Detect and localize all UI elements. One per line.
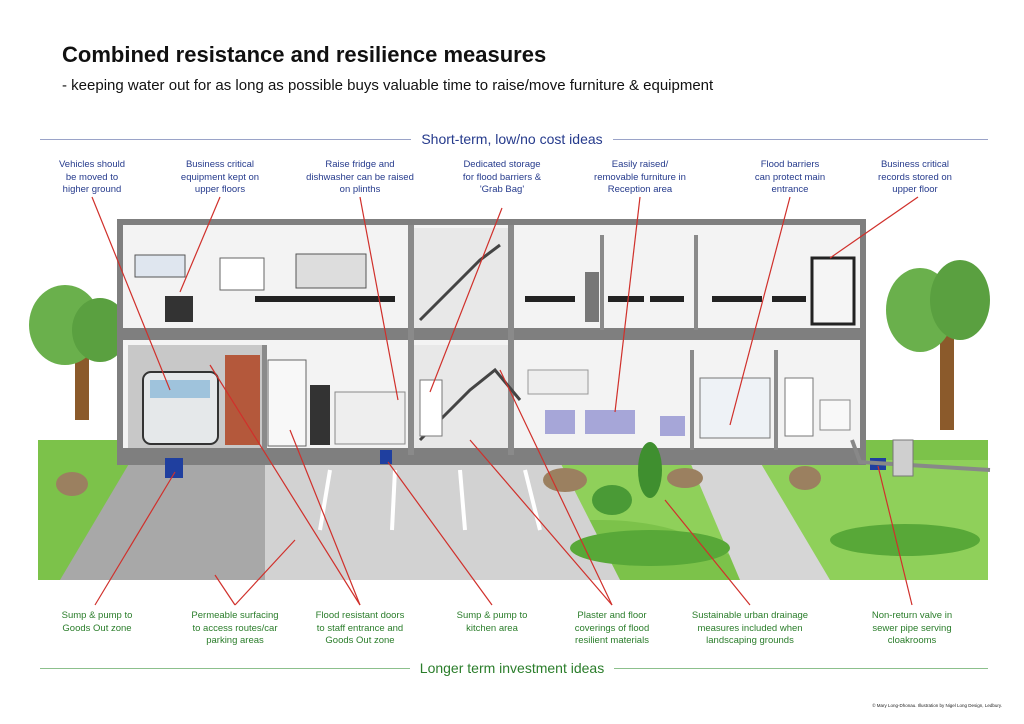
- long-term-label-line: Goods Out zone: [62, 622, 132, 634]
- short-term-label-line: Flood barriers: [760, 159, 820, 170]
- ground-floor-slab: [120, 448, 863, 460]
- long-term-label-line: cloakrooms: [887, 635, 937, 646]
- short-term-label-line: for flood barriers &: [462, 171, 542, 183]
- short-term-label-line: Vehicles should: [58, 159, 126, 170]
- upper-floor-furniture: [134, 253, 856, 326]
- first-floor-slab: [120, 328, 863, 340]
- short-term-label-line: can protect main: [754, 171, 826, 183]
- tree-left: [29, 285, 128, 420]
- inspection-chamber: [892, 439, 914, 477]
- short-term-label-line: Business critical: [185, 159, 255, 170]
- swale: [830, 524, 980, 556]
- page-title: Combined resistance and resilience measu…: [62, 42, 547, 67]
- long-term-label-line: to access routes/car: [192, 622, 278, 634]
- short-term-label-line: upper floor: [892, 184, 938, 195]
- leader-lines: [91, 196, 919, 606]
- short-term-label-line: Dedicated storage: [463, 159, 541, 170]
- long-term-label-line: sewer pipe serving: [872, 622, 952, 634]
- long-term-label-line: Non-return valve in: [871, 610, 953, 621]
- sewer-pipe: [850, 439, 991, 472]
- shrubs: [56, 442, 821, 515]
- parking-bays: [318, 469, 542, 531]
- long-term-label-line: Sustainable urban drainage: [691, 610, 809, 621]
- long-term-heading: Longer term investment ideas: [0, 660, 1024, 676]
- long-term-label-line: resilient materials: [575, 635, 649, 646]
- long-term-label-line: kitchen area: [466, 622, 518, 634]
- short-term-label-line: 'Grab Bag': [479, 184, 525, 195]
- long-term-label-line: measures included when: [697, 622, 803, 634]
- short-term-label-line: upper floors: [194, 184, 246, 195]
- short-term-label-line: Easily raised/: [611, 159, 669, 170]
- long-term-label-line: Sump & pump to: [456, 610, 528, 621]
- credit: © Mary Long-Dhonau. Illustration by Nige…: [872, 703, 1002, 708]
- ground-floor-furniture: [128, 345, 851, 448]
- short-term-label-line: dishwasher can be raised: [306, 171, 414, 183]
- internal-walls: [262, 225, 778, 455]
- short-term-label-line: records stored on: [878, 171, 952, 183]
- short-term-heading: Short-term, low/no cost ideas: [0, 131, 1024, 147]
- long-term-label-line: Plaster and floor: [577, 610, 647, 621]
- sump-goods-out: [165, 458, 183, 478]
- access-road: [60, 462, 265, 580]
- long-term-label-line: to staff entrance and: [316, 622, 404, 634]
- short-term-label-line: Raise fridge and: [325, 159, 395, 170]
- sump-kitchen: [380, 450, 392, 464]
- long-term-label-line: parking areas: [206, 635, 264, 646]
- long-term-label-line: coverings of flood: [574, 622, 650, 634]
- long-term-label-line: Goods Out zone: [325, 635, 395, 646]
- long-term-label-line: Sump & pump to: [61, 610, 133, 621]
- short-term-label-line: removable furniture in: [594, 171, 686, 183]
- short-term-label-line: higher ground: [62, 184, 122, 195]
- short-term-label-line: equipment kept on: [180, 171, 260, 183]
- tree-right: [886, 260, 990, 430]
- short-term-label-line: be moved to: [65, 171, 119, 183]
- garden-path: [690, 462, 830, 580]
- long-term-label-line: landscaping grounds: [706, 635, 794, 646]
- long-term-label-line: Flood resistant doors: [315, 610, 405, 621]
- short-term-label-line: Business critical: [880, 159, 950, 170]
- long-term-label-line: Permeable surfacing: [191, 610, 279, 621]
- short-term-label-line: entrance: [771, 184, 809, 195]
- page-subtitle: - keeping water out for as long as possi…: [62, 77, 714, 94]
- short-term-label-line: on plinths: [339, 184, 381, 195]
- short-term-label-line: Reception area: [607, 184, 673, 195]
- swale: [570, 530, 730, 566]
